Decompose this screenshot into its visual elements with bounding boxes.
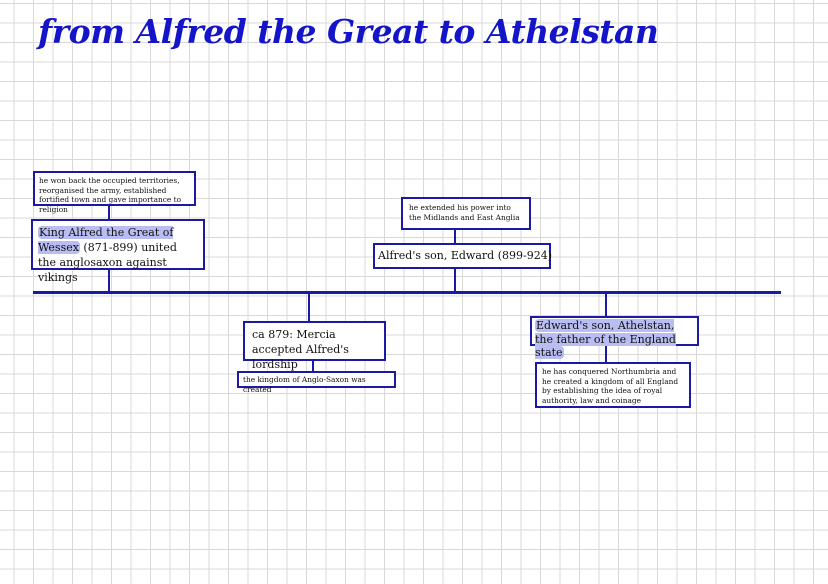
connector [454,229,456,244]
page-title: from Alfred the Great to Athelstan [38,12,659,51]
event-main-text: ca 879: Mercia accepted Alfred's lordshi… [252,328,349,371]
connector [108,269,110,292]
connector [605,293,607,317]
connector [312,358,314,372]
connector [605,344,607,363]
event-main-text: Alfred's son, Edward (899-924) [378,249,552,262]
event-main-text: (871-899) united the anglosaxon against … [38,241,177,284]
event-detail-box: the kingdom of Anglo-Saxon was created [237,371,396,394]
event-detail-text: he has conquered Northumbria and he crea… [542,367,679,405]
event-detail-text: the kingdom of Anglo-Saxon was created [243,375,366,394]
connector [108,203,110,221]
event-main-box: Alfred's son, Edward (899-924) [373,243,552,269]
event-main-box: Edward's son, Athelstan, the father of t… [530,316,699,359]
event-detail-box: he won back the occupied territories, re… [33,171,196,214]
event-detail-text: he won back the occupied territories, re… [39,176,182,214]
event-main-box: King Alfred the Great of Wessex (871-899… [31,219,205,284]
connector [454,268,456,292]
connector [308,293,310,323]
event-main-box: ca 879: Mercia accepted Alfred's lordshi… [243,321,386,371]
timeline-axis [33,291,781,294]
event-detail-text: he extended his power into the Midlands … [409,203,520,222]
event-detail-box: he has conquered Northumbria and he crea… [535,362,691,408]
event-detail-box: he extended his power into the Midlands … [401,197,531,230]
